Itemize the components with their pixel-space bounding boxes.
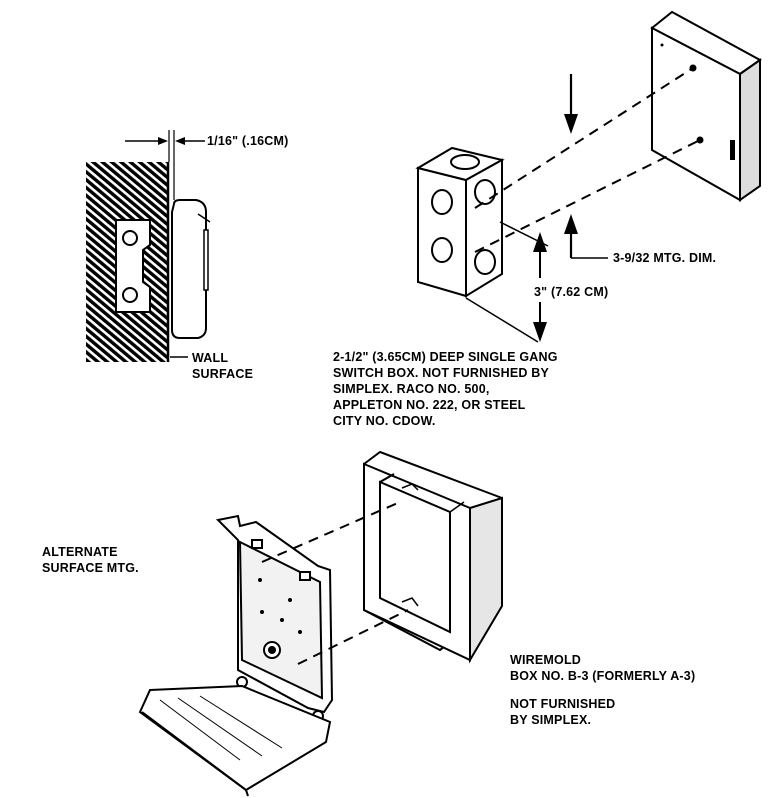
wall-surface-label-line2: SURFACE [192, 367, 254, 381]
wiremold-note-line2: BOX NO. B-3 (FORMERLY A-3) [510, 669, 696, 683]
height-dimension-label: 3" (7.62 CM) [534, 285, 609, 299]
wiremold-box-drawing [363, 450, 504, 664]
gap-dimension-label: 1/16" (.16CM) [207, 134, 289, 148]
not-furnished-line1: NOT FURNISHED [510, 697, 616, 711]
switch-box-front [417, 166, 467, 298]
alternate-mtg-label-line1: ALTERNATE [42, 545, 118, 559]
switch-box-note-line2: SWITCH BOX. NOT FURNISHED BY [333, 366, 550, 380]
mtg-dim-label: 3-9/32 MTG. DIM. [613, 251, 717, 265]
switch-box-note-line5: CITY NO. CDOW. [333, 414, 436, 428]
wall-surface-label-line1: WALL [192, 351, 229, 365]
device-side-profile [171, 199, 207, 339]
alternate-mtg-label-line2: SURFACE MTG. [42, 561, 139, 575]
switch-box-note-line1: 2-1/2" (3.65CM) DEEP SINGLE GANG [333, 350, 558, 364]
dimension-lines [465, 67, 701, 343]
device-back-view [650, 10, 762, 202]
switch-box-drawing [415, 146, 505, 298]
hinged-cover [138, 684, 332, 792]
switch-box-note-line3: SIMPLEX. RACO NO. 500, [333, 382, 490, 396]
wall-side-view [86, 130, 211, 362]
wiremold-note-line1: WIREMOLD [510, 653, 582, 667]
not-furnished-line2: BY SIMPLEX. [510, 713, 592, 727]
switch-box-note-line4: APPLETON NO. 222, OR STEEL [333, 398, 526, 412]
wiremold-alignment-lines [261, 501, 409, 665]
device-plate-drawing [138, 514, 334, 797]
